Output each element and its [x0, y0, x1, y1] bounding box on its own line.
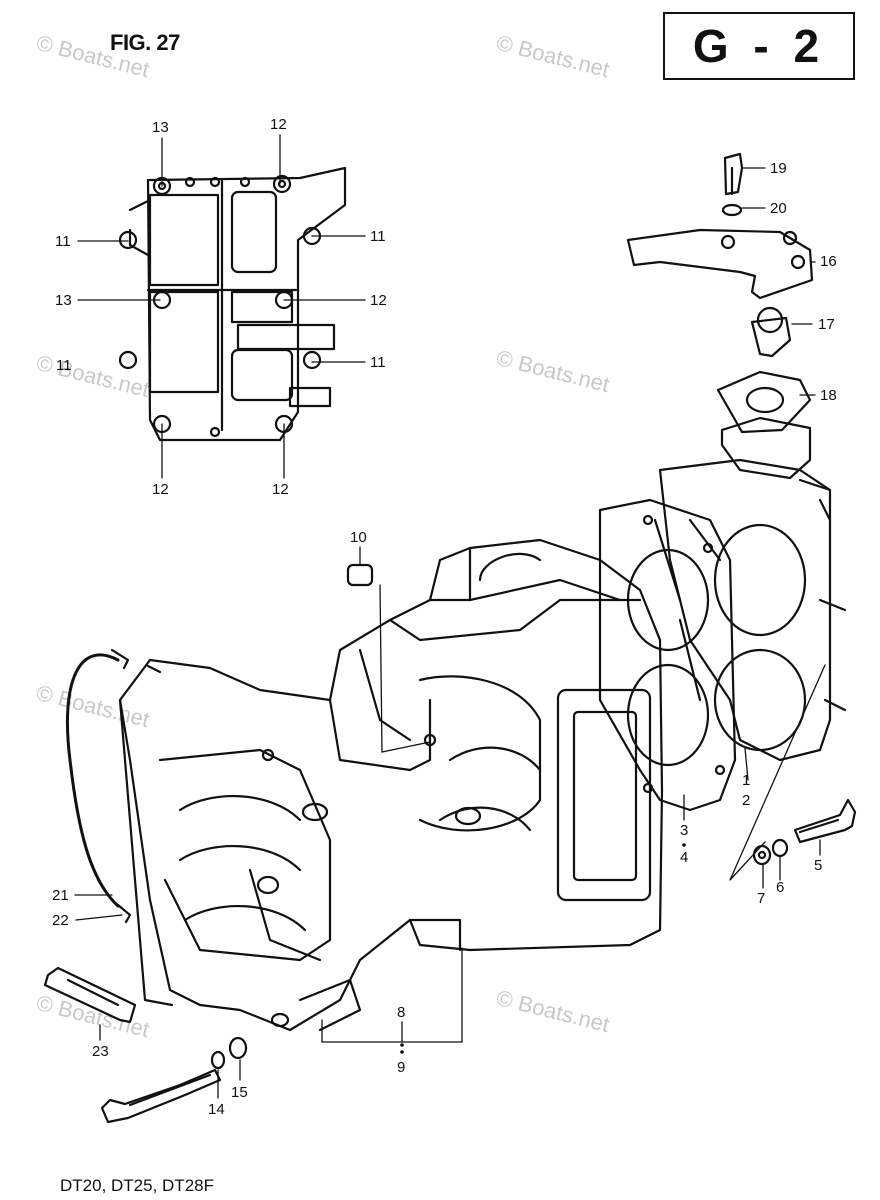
leader-lines: [74, 134, 826, 1099]
callout-13: 13: [55, 292, 72, 309]
callout-19: 19: [770, 160, 787, 177]
thermostat-parts: [626, 152, 814, 480]
callout-11: 11: [55, 233, 71, 250]
section-code-box: G - 2: [663, 12, 855, 80]
figure-number: FIG. 27: [110, 30, 180, 55]
callout-labels: 13 12 11 11 13 12 11 11 12 12 19 20 16 1…: [52, 116, 837, 1118]
callout-8: 8: [397, 1004, 405, 1021]
cylinder-head-gaskets: [598, 458, 847, 812]
callout-11: 11: [56, 357, 72, 374]
callout-10: 10: [350, 529, 367, 546]
callout-1: 1: [742, 772, 750, 789]
callout-11: 11: [370, 354, 386, 371]
fasteners: [43, 563, 857, 1124]
callout-23: 23: [92, 1043, 109, 1060]
callout-13: 13: [152, 119, 169, 136]
callout-6: 6: [776, 879, 784, 896]
callout-12: 12: [370, 292, 387, 309]
callout-20: 20: [770, 200, 787, 217]
callout-21: 21: [52, 887, 69, 904]
callout-12: 12: [152, 481, 169, 498]
callout-3: 3: [680, 822, 688, 839]
callout-11: 11: [370, 228, 386, 245]
callout-14: 14: [208, 1101, 225, 1118]
callout-15: 15: [231, 1084, 248, 1101]
callout-9: 9: [397, 1059, 405, 1076]
model-list: DT20, DT25, DT28F: [60, 1176, 214, 1195]
callout-5: 5: [814, 857, 822, 874]
callout-18: 18: [820, 387, 837, 404]
callout-7: 7: [757, 890, 765, 907]
callout-16: 16: [820, 253, 837, 270]
callout-4: 4: [680, 849, 688, 866]
crankcase-assembly: [118, 538, 664, 1032]
callout-2: 2: [742, 792, 750, 809]
callout-12: 12: [270, 116, 287, 133]
callout-17: 17: [818, 316, 835, 333]
callout-22: 22: [52, 912, 69, 929]
crankcase-face-view: [118, 166, 347, 442]
callout-12: 12: [272, 481, 289, 498]
